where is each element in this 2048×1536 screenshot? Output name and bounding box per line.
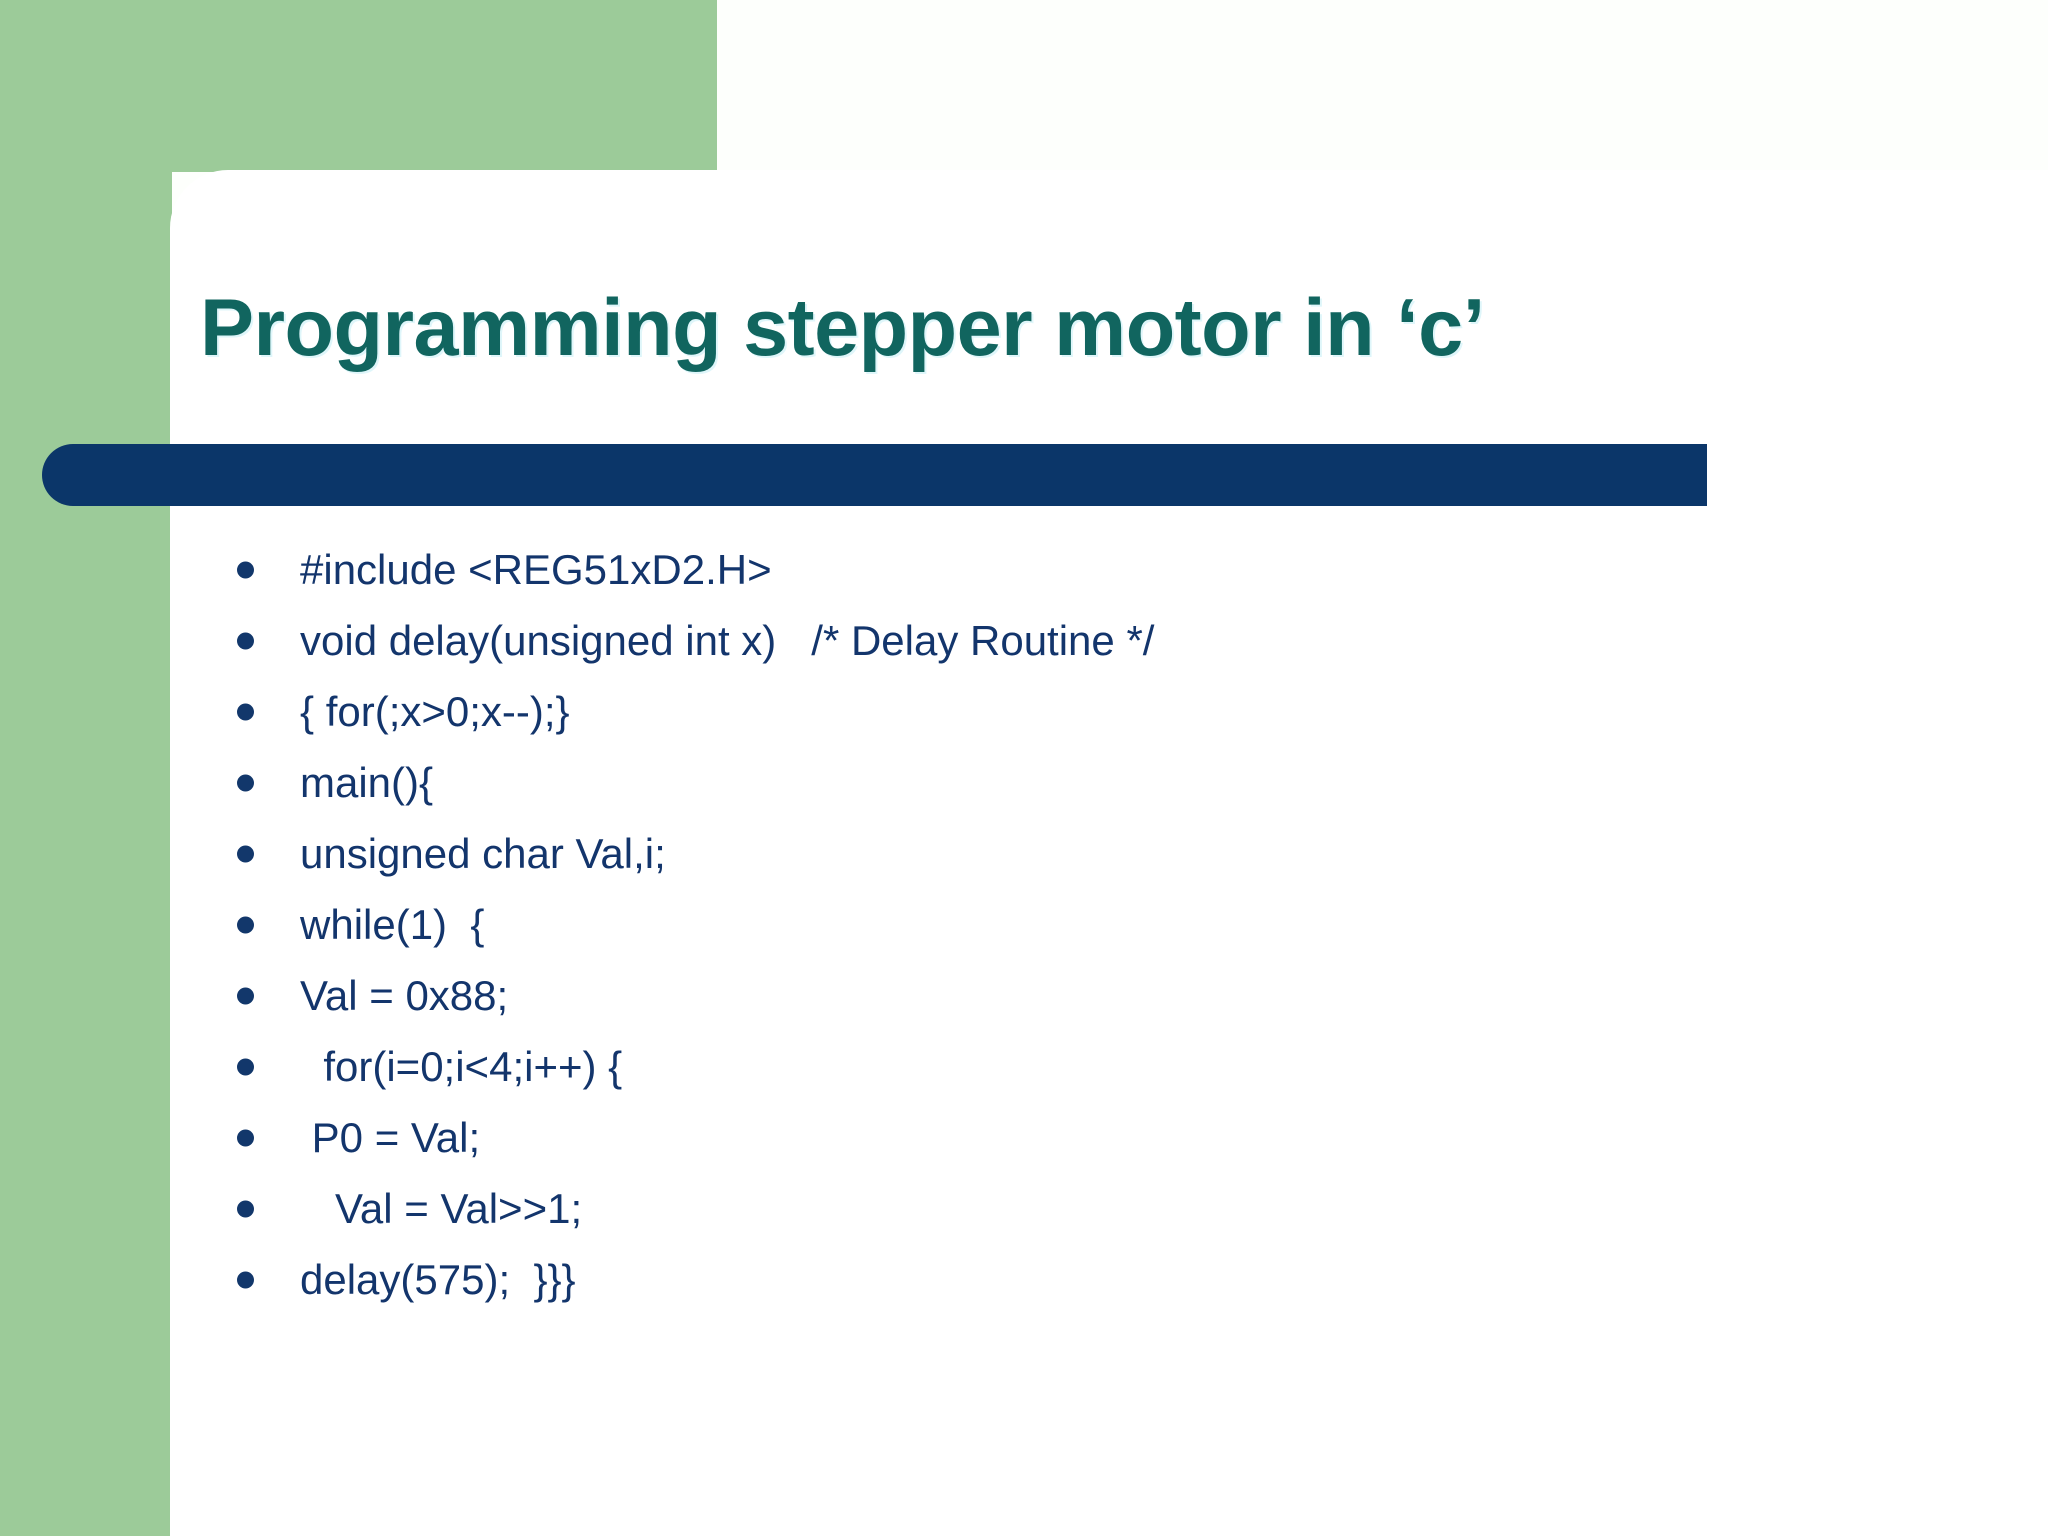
bullet-list: #include <REG51xD2.H> void delay(unsigne…	[230, 534, 1930, 1315]
decorative-green-left-strip	[0, 0, 172, 1536]
filled-circle-bullet-icon	[237, 987, 254, 1004]
filled-circle-bullet-icon	[237, 1271, 254, 1288]
filled-circle-bullet-icon	[237, 632, 254, 649]
list-item: Val = Val>>1;	[230, 1173, 1930, 1244]
list-item: Val = 0x88;	[230, 960, 1930, 1031]
list-item: delay(575); }}}	[230, 1244, 1930, 1315]
list-item: void delay(unsigned int x) /* Delay Rout…	[230, 605, 1930, 676]
filled-circle-bullet-icon	[237, 845, 254, 862]
filled-circle-bullet-icon	[237, 1058, 254, 1075]
page-title: Programming stepper motor in ‘c’	[200, 283, 1485, 373]
title-underline-bar	[42, 444, 1707, 506]
filled-circle-bullet-icon	[237, 703, 254, 720]
list-item: while(1) {	[230, 889, 1930, 960]
list-item-label: for(i=0;i<4;i++) {	[300, 1042, 623, 1090]
list-item-label: { for(;x>0;x--);}	[300, 687, 570, 735]
list-item: #include <REG51xD2.H>	[230, 534, 1930, 605]
list-item-label: main(){	[300, 758, 434, 806]
decorative-green-top-block	[0, 0, 717, 172]
list-item: for(i=0;i<4;i++) {	[230, 1031, 1930, 1102]
list-item-label: void delay(unsigned int x) /* Delay Rout…	[300, 616, 1155, 664]
list-item-label: Val = Val>>1;	[300, 1184, 583, 1232]
list-item: P0 = Val;	[230, 1102, 1930, 1173]
filled-circle-bullet-icon	[237, 774, 254, 791]
list-item-label: Val = 0x88;	[300, 971, 509, 1019]
content-panel	[170, 170, 2048, 1536]
list-item: unsigned char Val,i;	[230, 818, 1930, 889]
list-item: { for(;x>0;x--);}	[230, 676, 1930, 747]
filled-circle-bullet-icon	[237, 916, 254, 933]
list-item-label: unsigned char Val,i;	[300, 829, 666, 877]
list-item-label: while(1) {	[300, 900, 485, 948]
list-item: main(){	[230, 747, 1930, 818]
filled-circle-bullet-icon	[237, 1129, 254, 1146]
list-item-label: #include <REG51xD2.H>	[300, 545, 772, 593]
list-item-label: P0 = Val;	[300, 1113, 481, 1161]
filled-circle-bullet-icon	[237, 561, 254, 578]
list-item-label: delay(575); }}}	[300, 1255, 576, 1303]
filled-circle-bullet-icon	[237, 1200, 254, 1217]
